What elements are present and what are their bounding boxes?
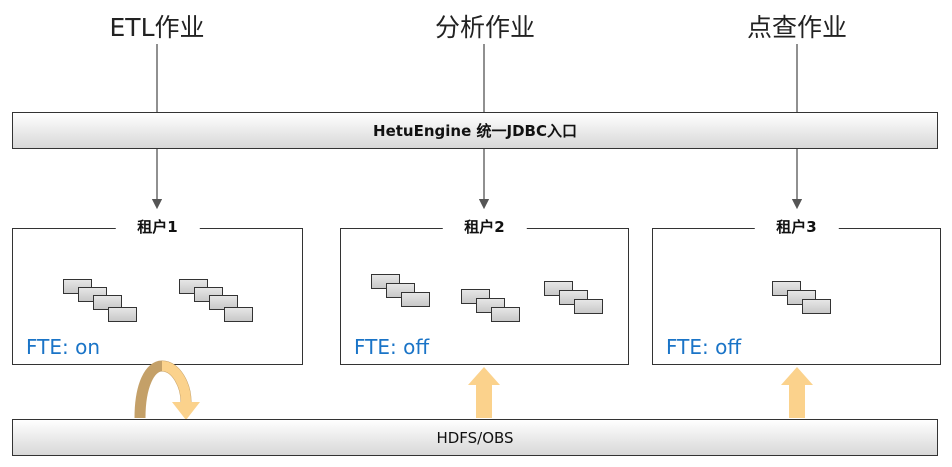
task-block [209,295,238,310]
gateway-bar: HetuEngine 统一JDBC入口 [12,112,938,149]
storage-label: HDFS/OBS [436,428,514,447]
tenant-box-3: 租户3 FTE: off [652,216,941,365]
tenant-title: 租户1 [115,216,200,237]
storage-arrow-tenant2 [468,367,500,418]
task-block [574,299,603,314]
task-block [401,292,430,307]
job-label-point-query: 点查作业 [746,13,847,42]
gateway-label: HetuEngine 统一JDBC入口 [373,122,577,140]
job-label-etl: ETL作业 [109,13,205,42]
fte-status: FTE: on [26,335,101,359]
tenant-box-1: 租户1 FTE: on [12,216,303,365]
task-block [224,307,253,322]
job-label-analysis: 分析作业 [434,13,535,42]
task-block [491,307,520,322]
task-block [108,307,137,322]
task-block [802,299,831,314]
fte-status: FTE: off [354,335,430,359]
storage-arrow-tenant3 [781,367,813,418]
fte-status: FTE: off [666,335,742,359]
tenant-title: 租户3 [754,216,839,237]
tenant-title: 租户2 [442,216,527,237]
fte-loop-arrow [134,360,192,419]
tenant-box-2: 租户2 FTE: off [340,216,629,365]
storage-bar: HDFS/OBS [12,419,938,456]
task-block [93,295,122,310]
fte-loop-arrow-head [172,402,200,420]
